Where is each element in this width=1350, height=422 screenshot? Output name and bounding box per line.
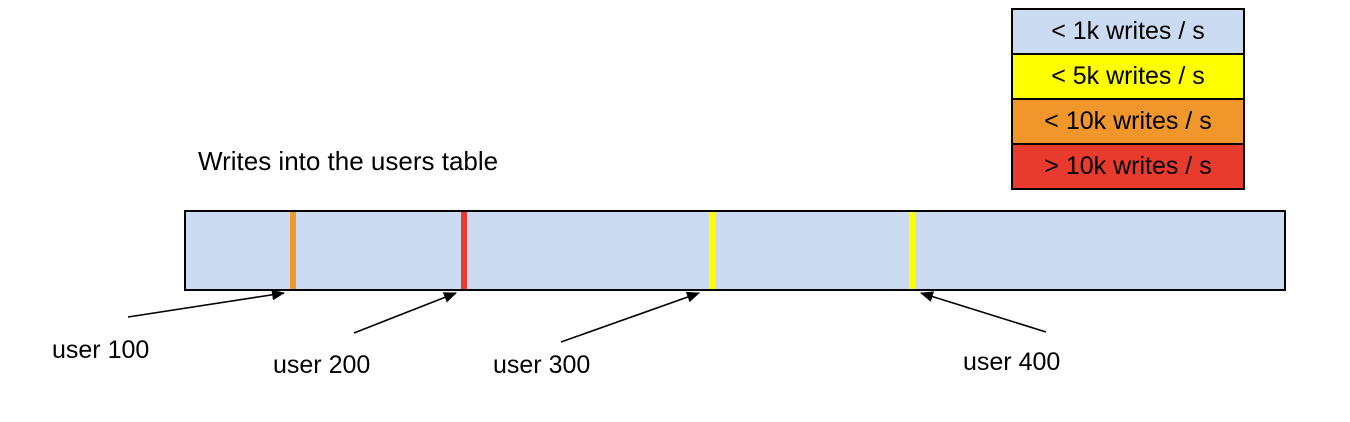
arrow-user-300 (560, 291, 700, 343)
arrow-user-200 (353, 292, 457, 334)
diagram-title: Writes into the users table (198, 146, 499, 176)
legend-item-lt-5k: < 5k writes / s (1011, 53, 1245, 100)
legend-item-lt-10k: < 10k writes / s (1011, 98, 1245, 145)
hotspot-marker-user-400 (909, 212, 915, 289)
user-300-label: user 300 (493, 351, 591, 379)
hotspot-marker-user-100 (290, 212, 296, 289)
legend: < 1k writes / s < 5k writes / s < 10k wr… (1011, 8, 1245, 190)
user-200-label: user 200 (273, 351, 371, 379)
users-table-bar (184, 210, 1286, 291)
legend-item-gt-10k: > 10k writes / s (1011, 143, 1245, 190)
hotspot-marker-user-200 (461, 212, 467, 289)
hotspot-marker-user-300 (709, 212, 715, 289)
user-100-label: user 100 (52, 336, 150, 364)
arrow-user-400 (920, 291, 1047, 333)
legend-item-lt-1k: < 1k writes / s (1011, 8, 1245, 55)
arrow-user-100 (127, 289, 285, 318)
user-400-label: user 400 (963, 348, 1061, 376)
